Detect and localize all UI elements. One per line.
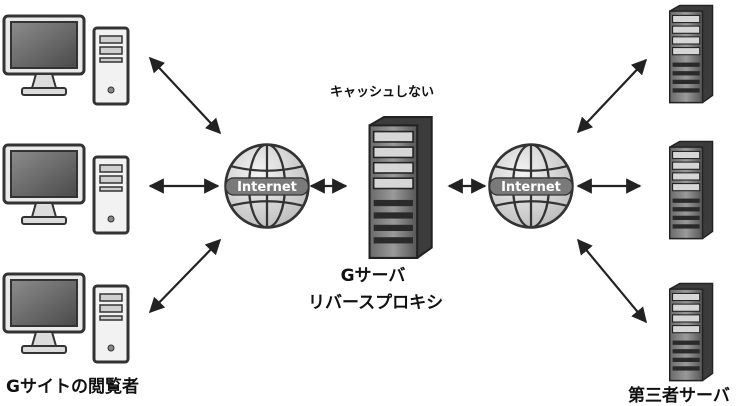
viewer-clients bbox=[2, 14, 130, 364]
arrow-pc3-internet bbox=[148, 238, 222, 314]
arrow-internet-server1 bbox=[576, 58, 648, 134]
proxy-server-icon bbox=[368, 115, 434, 260]
desktop-pc-icon bbox=[2, 272, 130, 364]
desktop-pc-icon bbox=[2, 14, 130, 106]
connection-arrows bbox=[148, 56, 648, 324]
server-tower-icon bbox=[668, 140, 714, 240]
internet-label: Internet bbox=[501, 180, 561, 195]
arrow-pc1-internet bbox=[148, 56, 222, 135]
third-party-servers bbox=[668, 4, 714, 382]
proxy-label-line2: リバースプロキシ bbox=[308, 293, 444, 313]
third-party-servers-label: 第三者サーバ bbox=[628, 386, 730, 406]
internet-label: Internet bbox=[237, 180, 297, 195]
server-tower-icon bbox=[668, 282, 714, 382]
internet-right: Internet bbox=[488, 143, 574, 229]
no-cache-label: キャッシュしない bbox=[330, 85, 435, 100]
viewers-label: Gサイトの閲覧者 bbox=[6, 377, 139, 397]
proxy-label: Gサーバ リバースプロキシ bbox=[308, 263, 444, 317]
desktop-pc-icon bbox=[2, 143, 130, 235]
internet-left: Internet bbox=[224, 143, 310, 229]
proxy-label-line1: Gサーバ bbox=[340, 266, 406, 286]
server-tower-icon bbox=[668, 4, 714, 104]
arrow-internet-server3 bbox=[577, 238, 647, 324]
